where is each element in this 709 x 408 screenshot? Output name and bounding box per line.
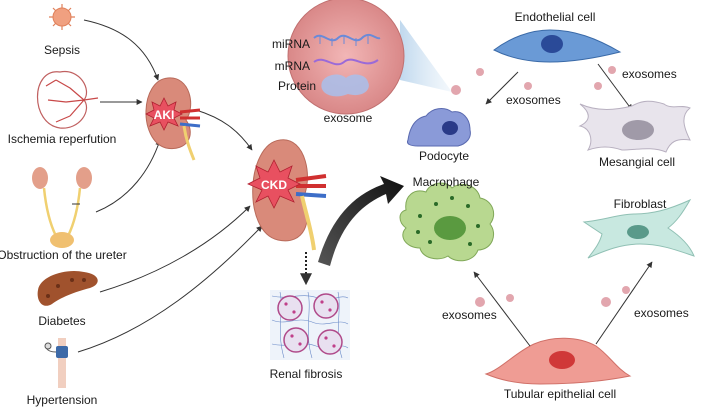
ckd-to-macrophage-arrow — [318, 176, 404, 266]
tubular-epithelial-cell — [484, 337, 632, 385]
aki-burst-icon — [145, 97, 183, 131]
aki-kidney: AKI — [145, 77, 201, 161]
exosomes-label-podocyte: exosomes — [506, 93, 561, 107]
diabetes-label: Diabetes — [38, 314, 85, 328]
mesangial-label: Mesangial cell — [599, 155, 675, 169]
exosome-icon — [287, 0, 405, 115]
fibroblast-label: Fibroblast — [614, 197, 667, 211]
tubular-to-fibroblast-arrow — [595, 261, 653, 345]
diabetes-to-ckd-arrow — [99, 205, 251, 293]
endothelial-label: Endothelial cell — [515, 10, 596, 24]
podocyte-label: Podocyte — [419, 149, 469, 163]
mirna-label: miRNA — [272, 37, 310, 51]
mesangial-cell — [578, 100, 691, 153]
podocyte-cell — [407, 108, 471, 147]
endothelial-to-podocyte-arrow — [485, 71, 519, 105]
ischemia-kidney-icon — [37, 71, 99, 129]
sepsis-to-aki-arrow — [83, 19, 160, 81]
exosome-label: exosome — [324, 111, 373, 125]
ckd-burst-icon — [247, 159, 301, 209]
renal-fibrosis-tissue — [270, 290, 350, 360]
endothelial-vesicles — [451, 66, 616, 95]
exosomes-label-fibroblast: exosomes — [634, 306, 689, 320]
hypertension-label: Hypertension — [27, 393, 98, 407]
ckd-label: CKD — [261, 178, 287, 192]
aki-to-ckd-arrow — [195, 109, 253, 151]
tubular-label: Tubular epithelial cell — [504, 387, 616, 401]
ischemia-label: Ischemia reperfution — [8, 132, 117, 146]
tubular-to-macrophage-arrow — [473, 271, 531, 347]
endothelial-to-mesangial-arrow — [597, 63, 633, 111]
urinary-tract-icon — [32, 167, 92, 248]
macrophage-cell — [399, 182, 495, 262]
exosome-zoom-beam — [400, 20, 452, 92]
macrophage-label: Macrophage — [413, 175, 480, 189]
fibroblast-cell — [582, 198, 695, 259]
protein-label: Protein — [278, 79, 316, 93]
pancreas-icon — [37, 270, 98, 306]
tubular-vesicles — [475, 286, 630, 307]
aki-label: AKI — [154, 108, 175, 122]
blood-pressure-icon — [44, 338, 68, 388]
ckd-kidney: CKD — [247, 139, 327, 251]
renal-fibrosis-label: Renal fibrosis — [270, 367, 343, 381]
sepsis-icon — [49, 4, 75, 30]
endothelial-cell — [493, 29, 622, 63]
exosomes-label-macrophage: exosomes — [442, 308, 497, 322]
obstruction-label: Obstruction of the ureter — [0, 248, 127, 262]
hypertension-to-ckd-arrow — [77, 225, 263, 353]
mrna-label: mRNA — [275, 59, 310, 73]
sepsis-label: Sepsis — [44, 43, 80, 57]
obstruction-to-aki-arrow — [95, 139, 162, 213]
exosomes-label-mesangial: exosomes — [622, 67, 677, 81]
